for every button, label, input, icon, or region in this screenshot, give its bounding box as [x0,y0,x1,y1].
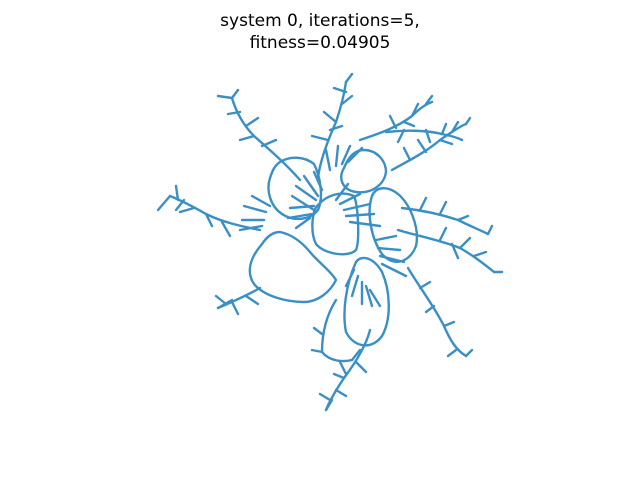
twig [310,326,362,376]
loop-left [248,230,338,304]
fan-left [238,194,272,232]
fan-center [334,182,382,228]
twig [310,72,354,142]
fan-lower [344,268,382,308]
loop-lower [343,256,390,347]
fan-top [324,144,364,172]
twig [418,196,494,236]
figure-title: system 0, iterations=5, fitness=0.04905 [0,10,640,54]
title-line-1: system 0, iterations=5, [220,11,420,31]
twig [216,88,278,148]
fan-right [374,234,408,278]
arm-lower-right [406,266,468,358]
twig [396,122,448,144]
twig [388,94,434,130]
twig [318,360,368,412]
arm-bottom-left [320,298,354,363]
twig [438,226,504,274]
twig [156,184,232,238]
branch-structure [156,72,504,412]
title-line-2: fitness=0.04905 [249,33,391,53]
twig [418,280,474,358]
twig [402,116,472,162]
fan-center [286,170,324,230]
arm-top-right [358,100,434,142]
loop-right [368,187,419,264]
twig [214,294,260,316]
